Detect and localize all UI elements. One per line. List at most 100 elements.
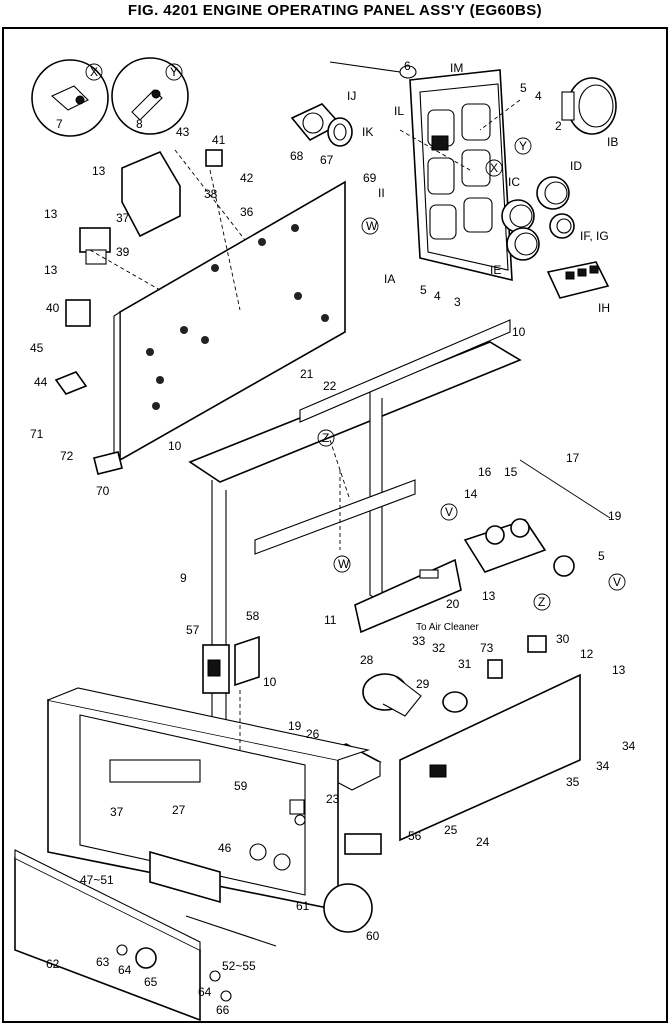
label-70: 70 xyxy=(96,484,110,498)
rod-17 xyxy=(519,459,611,519)
label-59: 59 xyxy=(234,779,248,793)
label-10b: 10 xyxy=(512,325,526,339)
label-38: 38 xyxy=(204,187,218,201)
label-16: 16 xyxy=(478,465,492,479)
breaker-57 xyxy=(202,644,230,694)
label-62: 62 xyxy=(46,957,60,971)
label-64b: 64 xyxy=(198,985,212,999)
label-35: 35 xyxy=(566,775,580,789)
label-45: 45 xyxy=(30,341,44,355)
label-40: 40 xyxy=(46,301,60,315)
label-28: 28 xyxy=(360,653,374,667)
bracket-41 xyxy=(205,149,223,167)
label-23: 23 xyxy=(326,792,340,806)
starter-28 xyxy=(362,673,422,717)
label-1K: IK xyxy=(362,125,373,139)
gauge-1B xyxy=(561,77,617,135)
plate-47-51 xyxy=(149,850,221,904)
label-V2: V xyxy=(613,575,621,589)
washer-65 xyxy=(135,947,157,969)
switch-73 xyxy=(487,659,503,679)
label-68: 68 xyxy=(290,149,304,163)
label-58: 58 xyxy=(246,609,260,623)
label-9: 9 xyxy=(180,571,187,585)
label-1D: ID xyxy=(570,159,582,173)
gauge-1D xyxy=(536,176,570,210)
label-2a: 2 xyxy=(555,119,562,133)
label-67: 67 xyxy=(320,153,334,167)
label-47-51: 47~51 xyxy=(80,873,114,887)
label-1B: IB xyxy=(607,135,618,149)
label-34a: 34 xyxy=(622,739,636,753)
label-12: 12 xyxy=(580,647,594,661)
label-W2: W xyxy=(338,557,350,571)
label-19b: 19 xyxy=(288,719,302,733)
label-32: 32 xyxy=(432,641,446,655)
label-65: 65 xyxy=(144,975,158,989)
label-1J: IJ xyxy=(347,89,356,103)
label-1L: IL xyxy=(394,104,404,118)
label-1E: IE xyxy=(490,263,501,277)
label-W: W xyxy=(366,219,378,233)
label-57: 57 xyxy=(186,623,200,637)
gauge-1C xyxy=(501,199,535,233)
note-to-air-cleaner: To Air Cleaner xyxy=(416,622,479,633)
label-1FG: IF, IG xyxy=(580,229,609,243)
gasket-67 xyxy=(327,117,353,147)
label-22: 22 xyxy=(323,379,337,393)
relay-38 xyxy=(121,150,181,238)
label-X: X xyxy=(90,65,98,79)
cover-58 xyxy=(234,635,260,687)
label-V: V xyxy=(445,505,453,519)
label-3: 3 xyxy=(454,295,461,309)
label-64a: 64 xyxy=(118,963,132,977)
label-34b: 34 xyxy=(596,759,610,773)
detail-circle-x xyxy=(31,59,109,137)
washer-64a xyxy=(116,944,128,956)
label-37b: 37 xyxy=(110,805,124,819)
label-44: 44 xyxy=(34,375,48,389)
label-61: 61 xyxy=(296,899,310,913)
label-1I: II xyxy=(378,186,385,200)
washer-64b xyxy=(209,970,221,982)
label-27: 27 xyxy=(172,803,186,817)
switch-block-1H xyxy=(546,261,610,299)
label-1C: IC xyxy=(508,175,520,189)
label-13d: 13 xyxy=(482,589,496,603)
connector-29 xyxy=(442,691,468,713)
label-63: 63 xyxy=(96,955,110,969)
front-panel xyxy=(47,687,371,911)
label-5b: 5 xyxy=(420,283,427,297)
label-72: 72 xyxy=(60,449,74,463)
label-39: 39 xyxy=(116,245,130,259)
relay-39 xyxy=(79,227,111,265)
switch-40 xyxy=(65,299,91,327)
filter-30 xyxy=(527,635,547,653)
gauge-1FG xyxy=(549,213,575,239)
label-42: 42 xyxy=(240,171,254,185)
label-71: 71 xyxy=(30,427,44,441)
label-13b: 13 xyxy=(44,207,58,221)
label-37a: 37 xyxy=(116,211,130,225)
connectors-52-55 xyxy=(185,915,277,947)
label-13c: 13 xyxy=(44,263,58,277)
diagram-frame xyxy=(2,27,668,1023)
label-5c: 5 xyxy=(598,549,605,563)
label-30: 30 xyxy=(556,632,570,646)
label-Y2: Y xyxy=(519,139,527,153)
label-31: 31 xyxy=(458,657,472,671)
label-25: 25 xyxy=(444,823,458,837)
label-24: 24 xyxy=(476,835,490,849)
label-11: 11 xyxy=(324,613,337,627)
label-69: 69 xyxy=(363,171,377,185)
label-13e: 13 xyxy=(612,663,626,677)
gauge-1E xyxy=(506,227,540,261)
cover-62 xyxy=(14,849,201,1022)
cover-disc-60 xyxy=(323,883,373,933)
label-41: 41 xyxy=(212,133,226,147)
label-26: 26 xyxy=(306,727,320,741)
label-60: 60 xyxy=(366,929,380,943)
label-36: 36 xyxy=(240,205,254,219)
label-1M: IM xyxy=(450,61,463,75)
